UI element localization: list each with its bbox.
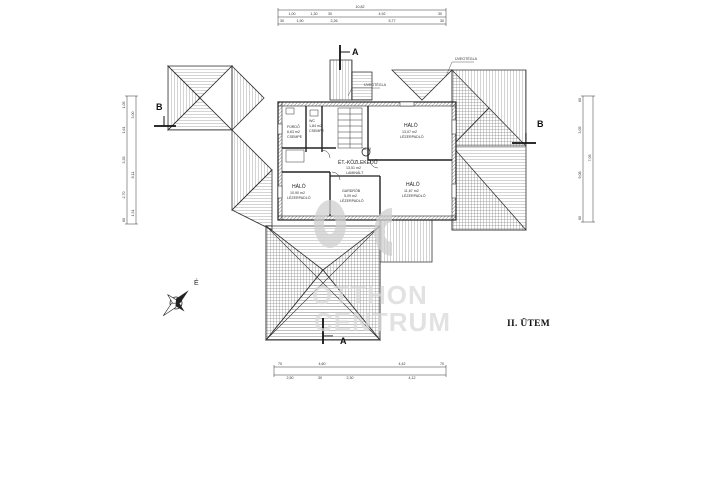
room-name: HÁLÓ (404, 122, 418, 129)
room-name: GARDRÓB (342, 188, 361, 193)
room-bedroom-se: HÁLÓ 11,67 m2 LÉZERPADLÓ (402, 181, 426, 198)
bathtub (285, 149, 305, 163)
dimension-right (581, 95, 595, 223)
dimension-top-row1: 1,00 (289, 12, 296, 16)
room-floor: LÉZERPADLÓ (402, 193, 426, 198)
room-name: FÜRDŐ (287, 124, 300, 129)
room-floor: LÉZERPADLÓ (400, 134, 424, 139)
room-floor: LAMINÁLT (346, 171, 364, 175)
room-name: ÉT.-KÖZLEKEDŐ (338, 159, 378, 166)
section-marker-a-bottom: A (322, 318, 347, 346)
north-label: É (194, 278, 199, 287)
dimension-right-row2: 7,05 (588, 155, 592, 162)
dimension-top-row2: 1,90 (297, 19, 304, 23)
room-name: HÁLÓ (406, 181, 420, 188)
dimension-right-row1: 60 (578, 98, 582, 102)
dimension-top-total: 10,82 (356, 5, 365, 9)
room-floor: LÉZERPADLÓ (287, 195, 311, 200)
dimension-bottom (273, 365, 447, 377)
stair (337, 107, 363, 149)
dimension-labels: 10,82 1,00 1,30 30 4,92 30 30 1,90 2,26 5,77 30 70 4… (122, 5, 592, 380)
room-wc: WC 1,84 m2 CSEMPE (309, 119, 325, 133)
dimension-left-row2: 3,00 (131, 112, 135, 119)
sink (285, 107, 295, 115)
room-area: 10,90 m2 (290, 191, 305, 195)
room-bedroom-ne: HÁLÓ 13,07 m2 LÉZERPADLÓ (400, 122, 424, 139)
dimension-top-row1: 4,92 (379, 12, 386, 16)
skylight-annotation-right: ÜVEGTÉGLA (445, 56, 478, 77)
dimension-right-row1: 60 (578, 216, 582, 220)
room-area: 1,84 m2 (309, 124, 322, 128)
north-arrow: É (163, 278, 199, 316)
roof-bottom-wing (265, 225, 381, 342)
room-hall: ÉT.-KÖZLEKEDŐ 13,51 m2 LAMINÁLT 16,30 (338, 147, 378, 175)
dimension-top-row2: 30 (280, 19, 284, 23)
section-label: A (340, 336, 347, 346)
watermark: OTTHON CENTRUM (312, 200, 451, 337)
dimension-left-row1: 60 (122, 218, 126, 222)
room-area: 13,07 m2 (402, 130, 417, 134)
dimension-left-row1: 3,35 (122, 157, 126, 164)
room-floor: LÉZERPADLÓ (340, 198, 364, 203)
room-wardrobe: GARDRÓB 5,09 m2 LÉZERPADLÓ (340, 188, 364, 203)
dimension-left-row1: 2,70 (122, 192, 126, 199)
dimension-bottom-row2: 30 (318, 376, 322, 380)
dimension-left (125, 95, 138, 225)
toilet (309, 109, 319, 117)
dimension-top-row1: 30 (328, 12, 332, 16)
dimension-bottom-row2: 2,50 (287, 376, 294, 380)
roof-left-lower (231, 129, 273, 231)
room-floor: CSEMPE (287, 135, 303, 139)
room-area: 11,67 m2 (404, 189, 419, 193)
dimension-bottom-row2: 4,12 (409, 376, 416, 380)
dimension-bottom-row1: 70 (440, 362, 444, 366)
dimension-top (277, 8, 447, 26)
dimension-left-row1: 1,05 (122, 102, 126, 109)
watermark-logo (314, 200, 392, 256)
section-marker-b-left: B (154, 102, 176, 127)
room-area: 13,51 m2 (346, 166, 361, 170)
watermark-line2: CENTRUM (314, 307, 451, 337)
watermark-line1: OTTHON (312, 280, 428, 310)
dimension-bottom-row1: 4,42 (399, 362, 406, 366)
room-name: WC (309, 119, 315, 123)
dimension-right-row1: 3,05 (578, 127, 582, 134)
dimension-bottom-row2: 2,30 (347, 376, 354, 380)
dimension-left-row2: 1,31 (131, 210, 135, 217)
room-area: 6,63 m2 (287, 130, 300, 134)
annotation-text: ÜVEGTÉGLA (455, 56, 478, 61)
section-label: B (537, 119, 544, 129)
dimension-top-row1: 1,30 (311, 12, 318, 16)
room-bathroom: FÜRDŐ 6,63 m2 CSEMPE (287, 124, 303, 139)
dimension-left-row1: 1,61 (122, 127, 126, 134)
dimension-top-row2: 30 (440, 19, 444, 23)
section-marker-b-right: B (512, 119, 544, 144)
room-bedroom-w: HÁLÓ 10,90 m2 LÉZERPADLÓ (287, 183, 311, 200)
roof-left-wing (167, 65, 265, 131)
phase-title: II. ÜTEM (507, 316, 550, 329)
dimension-bottom-row1: 4,60 (319, 362, 326, 366)
dimension-top-row2: 2,26 (331, 19, 338, 23)
section-label: B (156, 102, 163, 112)
dimension-top-row2: 5,77 (389, 19, 396, 23)
dimension-top-row1: 30 (438, 12, 442, 16)
chimney (361, 147, 371, 157)
room-name: HÁLÓ (292, 183, 306, 190)
roof-top-center (329, 59, 373, 101)
stair-rise: 16,30 (362, 147, 371, 151)
dimension-bottom-row1: 70 (278, 362, 282, 366)
annotation-text: ÜVEGTÉGLA (364, 82, 387, 87)
dimension-right-row1: 9,08 (578, 172, 582, 179)
roof-right-wing (391, 69, 527, 231)
dimension-left-row2: 8,11 (131, 172, 135, 179)
room-floor: CSEMPE (309, 129, 325, 133)
floor-plan-interior (277, 101, 457, 221)
section-marker-a-top: A (339, 45, 359, 70)
room-area: 5,09 m2 (344, 194, 357, 198)
skylight-annotation-left: ÜVEGTÉGLA (347, 82, 387, 97)
section-label: A (352, 47, 359, 57)
